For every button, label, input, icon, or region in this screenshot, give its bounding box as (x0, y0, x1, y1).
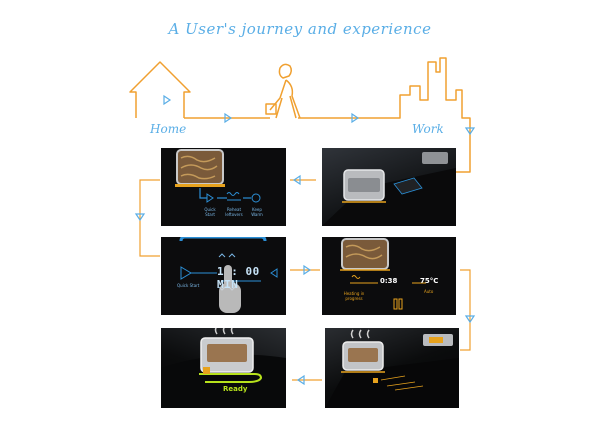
panel-timer-graphic (179, 237, 278, 313)
city-skyline (372, 57, 471, 173)
phone-device (422, 152, 448, 164)
reheat-icon (226, 192, 241, 201)
connector-row1-left (139, 179, 160, 257)
ready-glow (199, 373, 263, 383)
menu-label-keepwarm: Keep Warm (251, 207, 263, 217)
panel-menu: Quick Start Reheat leftovers Keep Warm (161, 148, 286, 226)
play-icon (206, 193, 214, 203)
diagram-title: A User's journey and experience (168, 20, 432, 38)
panel-place-graphic (322, 152, 456, 226)
panel-timer-set: Quick Start 1 : 00 MIN (161, 237, 286, 315)
steam-icon (350, 329, 370, 339)
status-square (203, 367, 210, 374)
panel-menu-graphic (175, 149, 261, 203)
gauge-bar-2 (398, 298, 403, 310)
arrow-left-down (134, 213, 146, 222)
arrow-top1 (224, 112, 233, 124)
food-container (341, 238, 389, 270)
container-edge (179, 237, 267, 242)
arrow-row3 (296, 374, 305, 386)
heating-temp-label: Auto (424, 289, 434, 294)
timer-value: 1 : 00 MIN (217, 265, 260, 291)
panel-ready: Ready (161, 328, 286, 408)
work-label: Work (412, 122, 444, 136)
panel-ready-graphic (161, 328, 286, 408)
heating-time: 0:38 (380, 277, 398, 285)
arrow-top2 (351, 112, 360, 124)
timer-label-quick: Quick Start (177, 283, 200, 288)
menu-label-quick: Quick Start (204, 207, 216, 217)
hand-gesture (219, 265, 241, 313)
person-outline (269, 63, 301, 119)
gauge-bar-1 (393, 298, 398, 310)
house-outline (129, 61, 191, 118)
ready-status: Ready (223, 385, 248, 393)
status-square (373, 378, 378, 383)
quick-start-icon (180, 266, 192, 280)
panel-heating-graphic (340, 238, 426, 310)
arrow-right-down (464, 315, 476, 324)
surface-mark (393, 177, 423, 195)
arrow-row2 (303, 264, 312, 276)
heating-temp: 75°C (420, 277, 439, 285)
connector-row2-right (460, 269, 471, 351)
package-icon (265, 103, 277, 115)
menu-label-reheat: Reheat leftovers (225, 207, 243, 217)
arrow-work-down (464, 127, 476, 136)
panel-place-box (322, 148, 456, 226)
surface-readout (380, 375, 424, 391)
container-indicator (175, 184, 225, 187)
panel-heating: 0:38 75°C Heating in progress Auto (322, 237, 456, 315)
heating-status: Heating in progress (343, 291, 365, 301)
arrow-row1 (292, 174, 301, 186)
steam-icon (214, 328, 234, 335)
heat-icon (350, 275, 364, 284)
start-icon (270, 268, 278, 278)
arrow-house (163, 94, 172, 106)
panel-surface-graphic (325, 329, 459, 408)
home-label: Home (150, 122, 187, 136)
panel-surface-heating (325, 328, 459, 408)
keep-warm-icon (251, 193, 261, 203)
